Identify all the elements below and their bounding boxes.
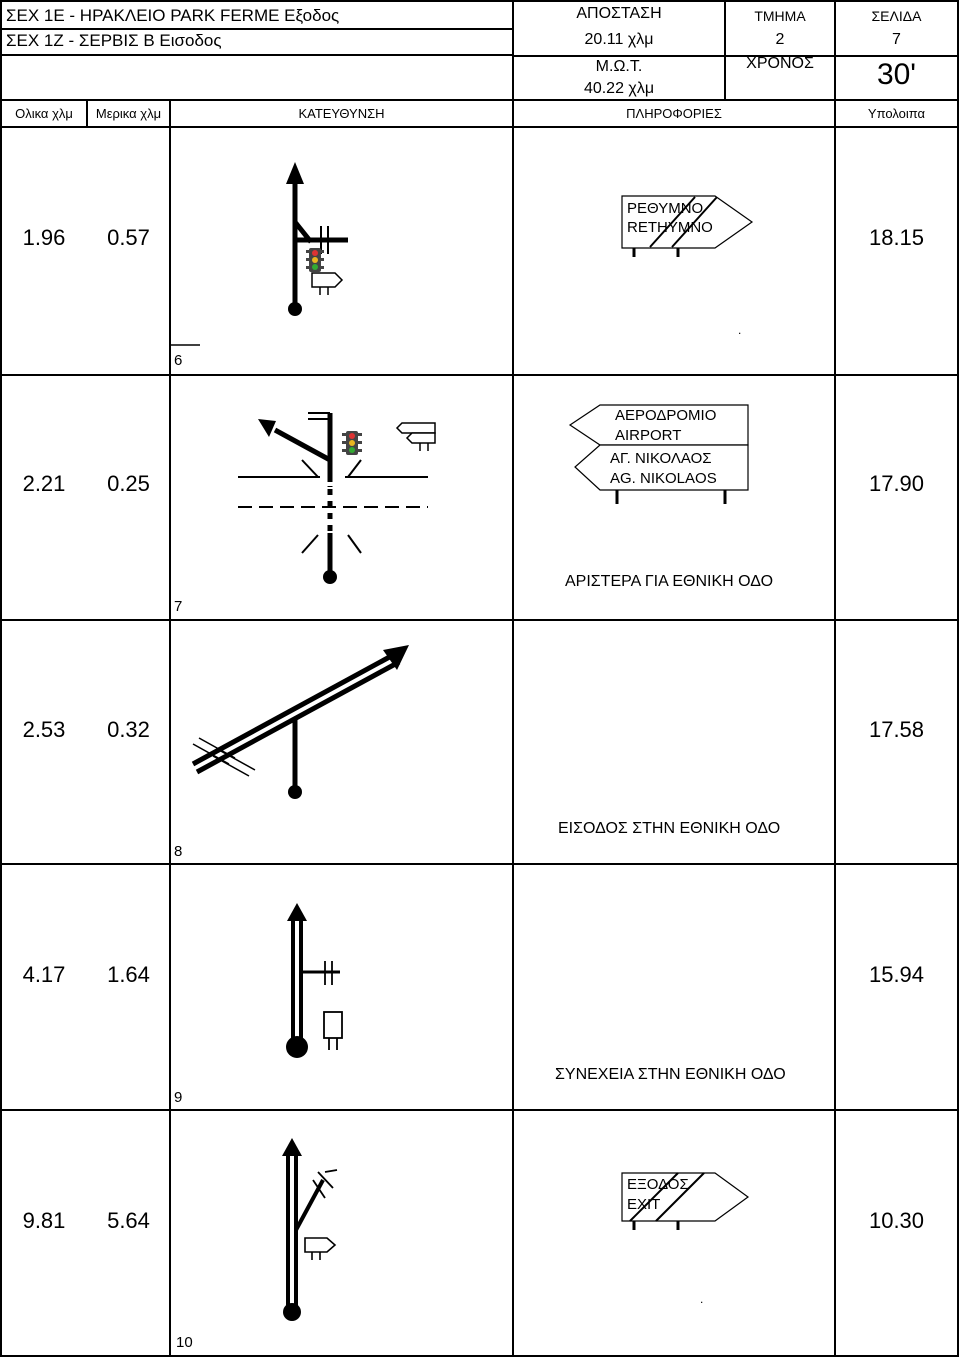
col-info: ΠΛΗΡΟΦΟΡΙΕΣ — [626, 106, 722, 121]
direction-sign — [568, 404, 749, 504]
sign-line-1: ΕΞΟΔΟΣ — [627, 1176, 689, 1193]
page-value: 7 — [892, 31, 901, 48]
row-note: . — [700, 1292, 704, 1306]
direction-sign — [621, 1172, 750, 1230]
time-label: ΧΡΟΝΟΣ — [746, 55, 814, 72]
row-step-number: 10 — [176, 1334, 193, 1351]
row-info-text: ΑΡΙΣΤΕΡΑ ΓΙΑ ΕΘΝΙΚΗ ΟΔΟ — [565, 573, 774, 590]
row-partial-km: 0.57 — [107, 225, 150, 250]
col-total: Ολικα χλμ — [15, 106, 73, 121]
row-total-km: 4.17 — [22, 962, 66, 987]
tulip-diagram — [286, 162, 348, 316]
row-remaining-km: 17.58 — [868, 717, 925, 742]
row-remaining-km: 15.94 — [868, 962, 925, 987]
tulip-diagram — [191, 645, 409, 799]
col-remaining: Υπολοιπα — [867, 106, 926, 121]
distance-label: ΑΠΟΣΤΑΣΗ — [576, 5, 662, 22]
row-partial-km: 1.64 — [107, 962, 150, 987]
sign-line-2: RETHYMNO — [627, 219, 713, 236]
avg-speed-label: Μ.Ω.Τ. — [595, 58, 643, 75]
row-total-km: 1.96 — [22, 225, 66, 250]
row-step-number: 6 — [174, 352, 183, 369]
sign-top-line-2: AIRPORT — [615, 427, 682, 444]
distance-value: 20.11 χλμ — [584, 31, 654, 48]
section-label: ΤΜΗΜΑ — [754, 8, 806, 24]
sign-line-1: ΡΕΘΥΜΝΟ — [627, 200, 704, 217]
row-total-km: 2.53 — [22, 717, 66, 742]
avg-speed-value: 40.22 χλμ — [583, 80, 655, 97]
page-label: ΣΕΛΙΔΑ — [871, 8, 922, 24]
time-value: 30' — [876, 58, 917, 91]
row-step-number: 7 — [174, 598, 183, 615]
direction-sign — [621, 195, 754, 257]
row-step-number: 8 — [174, 843, 183, 860]
col-direction: ΚΑΤΕΥΘΥΝΣΗ — [298, 106, 385, 121]
sign-top-line-1: ΑΕΡΟΔΡΟΜΙΟ — [615, 407, 717, 424]
row-total-km: 2.21 — [22, 471, 66, 496]
row-remaining-km: 10.30 — [868, 1208, 925, 1233]
route-title-1: ΣΕΧ 1Ε - ΗΡΑΚΛΕΙΟ PARK FERME Εξοδος — [6, 6, 340, 25]
row-partial-km: 0.25 — [107, 471, 150, 496]
section-value: 2 — [775, 31, 785, 48]
route-title-2: ΣΕΧ 1Ζ - ΣΕΡΒΙΣ Β Εισοδος — [6, 31, 222, 50]
row-info-text: ΣΥΝΕΧΕΙΑ ΣΤΗΝ ΕΘΝΙΚΗ ΟΔΟ — [555, 1066, 786, 1083]
sign-bottom-line-2: AG. NIKOLAOS — [610, 470, 717, 487]
row-total-km: 9.81 — [22, 1208, 66, 1233]
tulip-diagram — [282, 1138, 338, 1321]
sign-line-2: EXIT — [627, 1196, 661, 1213]
tulip-diagram — [286, 903, 343, 1058]
row-remaining-km: 17.90 — [868, 471, 925, 496]
row-step-number: 9 — [174, 1089, 183, 1106]
row-note: . — [738, 323, 742, 337]
row-info-text: ΕΙΣΟΔΟΣ ΣΤΗΝ ΕΘΝΙΚΗ ΟΔΟ — [558, 820, 781, 837]
tulip-diagram — [238, 412, 436, 584]
row-partial-km: 0.32 — [107, 717, 150, 742]
sign-bottom-line-1: ΑΓ. ΝΙΚΟΛΑΟΣ — [610, 450, 712, 467]
col-partial: Μερικα χλμ — [95, 106, 162, 121]
row-partial-km: 5.64 — [107, 1208, 150, 1233]
row-remaining-km: 18.15 — [868, 225, 925, 250]
